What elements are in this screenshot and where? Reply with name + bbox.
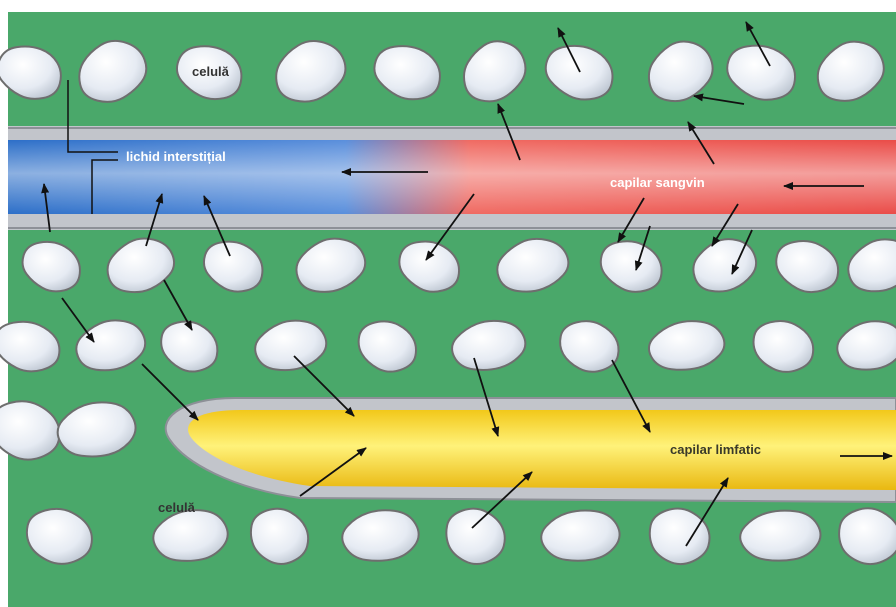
cell [839, 508, 896, 564]
cell-label-bottom: celulă [158, 500, 196, 515]
lymph-capillary [166, 398, 896, 502]
lymph-capillary-lumen [188, 410, 896, 490]
lymph-capillary-label: capilar limfatic [670, 442, 761, 457]
blood-capillary [8, 126, 896, 230]
cell-label-top: celulă [192, 64, 230, 79]
blood-capillary-label: capilar sangvin [610, 175, 705, 190]
interstitial-fluid-label: lichid interstițial [126, 149, 226, 164]
